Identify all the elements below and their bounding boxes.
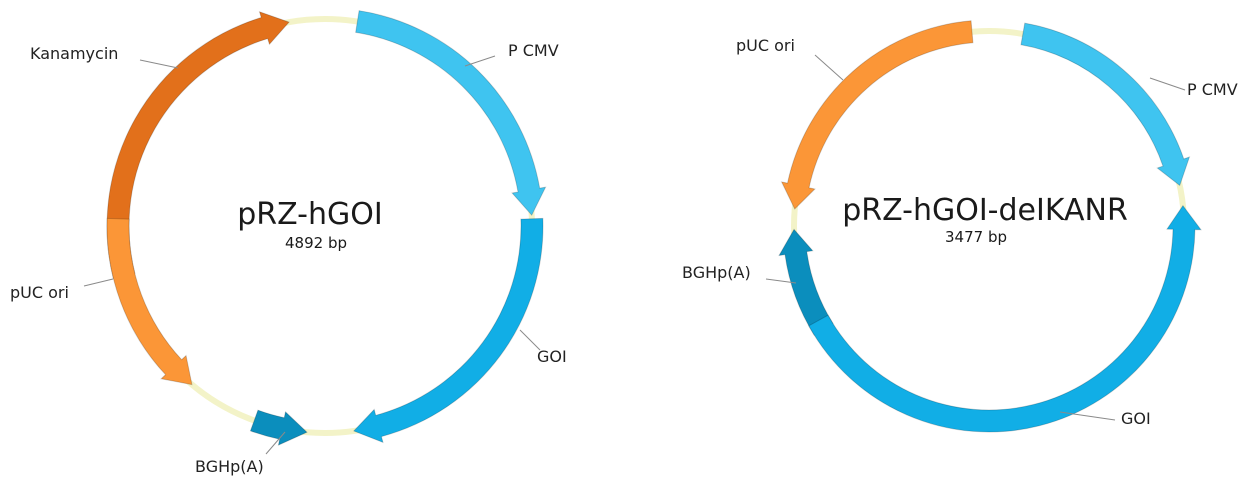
map1-goi-label: GOI [537, 347, 567, 366]
map2-feature-goi-arrow [808, 204, 1202, 433]
map2-title: pRZ-hGOI-deIKANR [842, 193, 1128, 228]
map2-feature-p-cmv-arrow [1020, 22, 1191, 187]
map1-feature-puc-ori-arrow [106, 217, 193, 386]
map1-bgh-leader [265, 431, 286, 455]
map1-title: pRZ-hGOI [237, 197, 382, 232]
map2-pcmv-label: P CMV [1187, 80, 1238, 99]
map2-pcmv-leader [1149, 77, 1186, 91]
map2-feature-bghp-a-arrow [778, 228, 834, 336]
map2-puc-leader [814, 54, 844, 81]
map1-feature-kanamycin-arrow [106, 10, 290, 280]
map2-goi-label: GOI [1121, 409, 1151, 428]
map1-feature-p-cmv-arrow [355, 10, 547, 217]
map2-puc-label: pUC ori [736, 36, 795, 55]
map1-kanamycin-leader [139, 59, 179, 69]
map2-bgh-leader [765, 278, 797, 284]
map1-puc-label: pUC ori [10, 283, 69, 302]
plasmid-map-2: pRZ-hGOI-deIKANR 3477 bp pUC ori P CMV B… [682, 20, 1238, 433]
map2-feature-puc-ori-arrow [780, 20, 974, 210]
plasmid-map-1: pRZ-hGOI 4892 bp Kanamycin P CMV GOI BGH… [10, 10, 567, 476]
map1-puc-leader [83, 278, 114, 287]
map2-bgh-label: BGHp(A) [682, 263, 751, 282]
map1-feature-goi-arrow [352, 217, 544, 444]
map1-pcmv-leader [464, 55, 496, 67]
map1-kanamycin-label: Kanamycin [30, 44, 118, 63]
map1-bgh-label: BGHp(A) [195, 457, 264, 476]
map2-goi-leader [1059, 411, 1116, 421]
map1-size: 4892 bp [285, 234, 347, 252]
map2-size: 3477 bp [945, 228, 1007, 246]
map1-feature-bghp-a-arrow [249, 409, 308, 446]
map1-pcmv-label: P CMV [508, 41, 559, 60]
map1-goi-leader [519, 329, 541, 351]
